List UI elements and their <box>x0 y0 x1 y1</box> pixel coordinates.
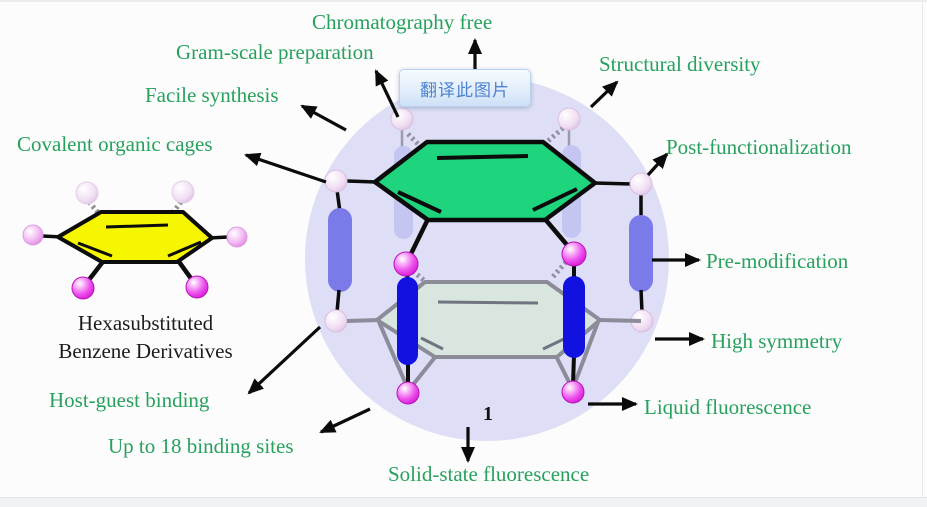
top-ring-double-bond-2 <box>397 190 442 214</box>
mol-sphere-bottom-right <box>185 275 209 299</box>
bottom-ring-double-bond-1 <box>437 300 539 305</box>
mol-sphere-bottom-left <box>71 276 95 300</box>
mol-sphere-right <box>226 226 248 248</box>
strut-left-point <box>346 318 380 323</box>
sphere-magenta-bottom-right <box>561 380 585 404</box>
label-post-functionalization: Post-functionalization <box>666 135 852 159</box>
sphere-magenta-mid-left <box>393 251 419 277</box>
page-bottom-strip <box>0 497 927 507</box>
mol-double-bond-2 <box>77 241 113 258</box>
front-pillar-left <box>397 277 418 365</box>
mol-double-bond-3 <box>167 240 202 258</box>
bottom-ring-double-bond-2 <box>420 336 444 351</box>
mol-sphere-top-left <box>75 181 99 205</box>
cage-background-circle <box>305 77 669 441</box>
sphere-outer-left-lower <box>324 309 348 333</box>
label-up-to-18-binding-sites: Up to 18 binding sites <box>108 434 294 458</box>
sphere-outer-right-upper <box>629 172 653 196</box>
bond-right-pillar-lower-sphere <box>639 289 644 313</box>
outer-pillar-left <box>328 208 352 292</box>
bond-left-pillar-lower-sphere <box>335 289 341 313</box>
compound-number: 1 <box>483 403 493 425</box>
label-chromatography-free: Chromatography free <box>312 10 493 34</box>
label-structural-diversity: Structural diversity <box>599 52 761 76</box>
strut-right-point <box>598 318 642 323</box>
label-facile-synthesis: Facile synthesis <box>145 83 279 107</box>
translate-image-button[interactable]: 翻译此图片 <box>399 69 531 107</box>
arrow-up-to-18 <box>319 407 371 434</box>
left-molecule-caption: Hexasubstituted Benzene Derivatives <box>28 309 263 365</box>
arrow-group <box>244 38 705 463</box>
hash-bond-mid-right <box>549 260 568 281</box>
bond-left-side <box>346 179 377 184</box>
arrow-gram-scale <box>374 69 400 118</box>
bond-pillar-bottomsphere-right <box>571 354 576 386</box>
sphere-outer-left-upper <box>324 169 348 193</box>
arrow-facile <box>300 104 347 132</box>
strut-bottom-right-b <box>571 321 600 389</box>
sphere-top-right <box>557 107 581 131</box>
left-molecule-benzene <box>56 210 214 264</box>
arrow-host-guest <box>247 325 322 395</box>
front-pillar-right <box>563 276 585 358</box>
label-covalent-organic-cages: Covalent organic cages <box>17 132 213 156</box>
page-right-border <box>922 0 923 506</box>
label-host-guest-binding: Host-guest binding <box>49 388 210 412</box>
mol-sphere-left <box>22 224 44 246</box>
bottom-ring-double-bond-3 <box>542 336 567 351</box>
sphere-magenta-mid-right <box>561 241 587 267</box>
strut-bottom-left-b <box>377 321 410 390</box>
label-gram-scale: Gram-scale preparation <box>176 40 374 64</box>
mol-double-bond-1 <box>105 223 169 229</box>
outer-pillar-right <box>629 215 653 292</box>
label-liquid-fluorescence: Liquid fluorescence <box>644 395 812 419</box>
arrow-structural <box>589 80 619 109</box>
page-top-border <box>0 0 927 2</box>
top-ring-double-bond-3 <box>532 187 578 212</box>
caption-line-1: Hexasubstituted <box>77 311 214 335</box>
arrow-covalent <box>244 152 327 184</box>
top-ring-double-bond-1 <box>436 154 529 160</box>
label-pre-modification: Pre-modification <box>706 249 849 273</box>
label-solid-state-fluorescence: Solid-state fluorescence <box>388 462 590 486</box>
sphere-magenta-bottom-left <box>396 381 420 405</box>
caption-line-2: Benzene Derivatives <box>58 339 233 363</box>
bond-right-side <box>593 181 633 186</box>
mol-sphere-top-right <box>171 180 195 204</box>
arrow-post-functionalization <box>646 152 669 177</box>
label-high-symmetry: High symmetry <box>711 329 843 353</box>
